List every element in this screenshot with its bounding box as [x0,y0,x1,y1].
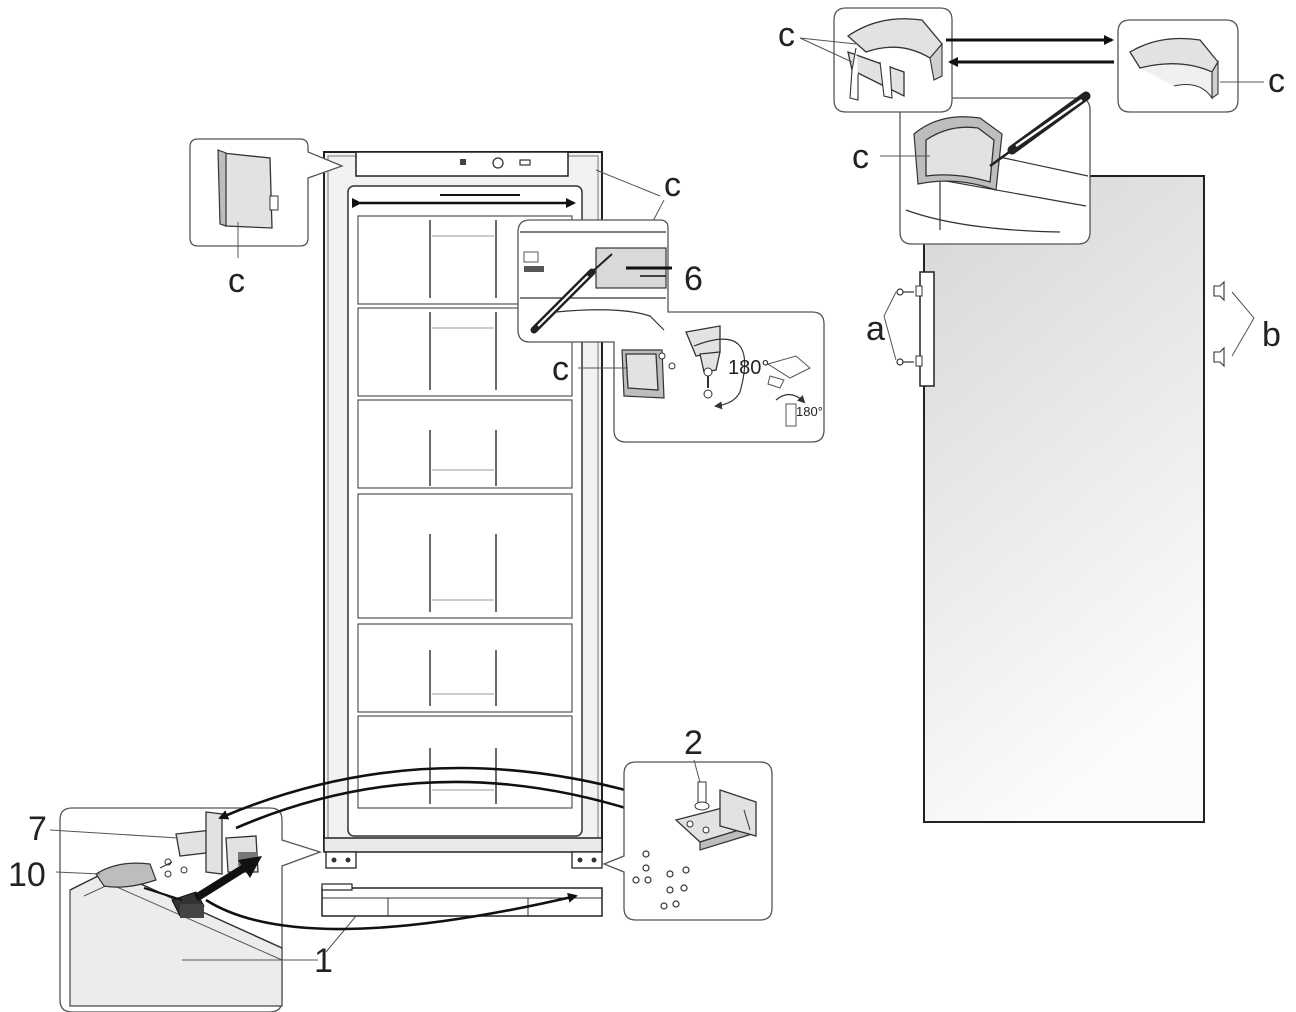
label-c-cabinet-corner: c [664,166,681,204]
label-a: a [866,310,885,348]
callout-door-corner: c [852,91,1091,245]
swap-arrows [946,35,1114,67]
label-c-cover-left: c [778,16,795,54]
foot-right [571,851,603,869]
transfer-arrows [205,766,664,931]
label-10: 10 [8,856,46,894]
label-2: 2 [684,724,703,762]
label-6: 6 [684,260,703,298]
label-c-hinge-cover: c [552,350,569,388]
callout-cover-left [833,7,953,113]
label-b: b [1262,316,1281,354]
label-1: 1 [314,942,333,980]
callout-top-cover: c [189,138,344,300]
label-c-door-corner: c [852,138,869,176]
freezer-door: a b [866,175,1281,823]
door-hinge-strip [919,271,935,387]
label-180-large: 180° [728,357,769,379]
callout-top-hinge: 6 c 180° 180° [517,219,825,443]
label-c-cover-right: c [1268,62,1285,100]
label-180-small: 180° [796,404,823,419]
callout-bottom-left: 7 10 [8,807,323,1012]
label-7: 7 [28,810,47,848]
callout-bottom-right: 2 [602,724,773,921]
kickplate-part [321,883,603,917]
foot-left [325,851,357,869]
label-c-top-cover: c [228,262,245,300]
callout-cover-right [1117,19,1239,113]
